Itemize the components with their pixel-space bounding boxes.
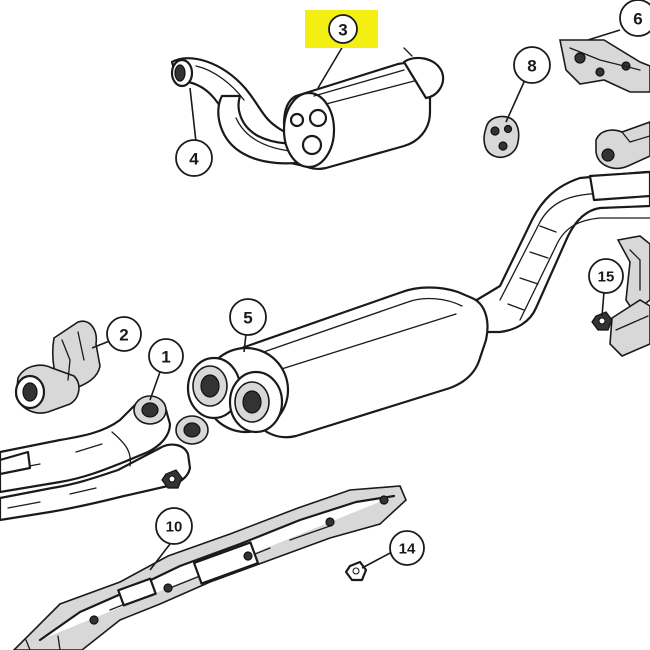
callout-2-label: 2 <box>119 326 128 345</box>
frame-crossmember <box>595 121 650 357</box>
callout-2: 2 <box>106 316 142 352</box>
callout-14-label: 14 <box>399 541 416 558</box>
callout-4-label: 4 <box>189 150 199 169</box>
callout-8-label: 8 <box>527 57 536 76</box>
callout-3-label: 3 <box>338 21 347 40</box>
callout-5-label: 5 <box>243 309 252 328</box>
manifold-flange-part-2 <box>14 320 101 414</box>
callout-1-label: 1 <box>161 348 170 367</box>
callout-14: 14 <box>389 530 425 566</box>
nut-part-14 <box>344 560 368 582</box>
isolator-part-8 <box>483 115 520 158</box>
callout-3: 3 <box>328 14 358 44</box>
callout-10-label: 10 <box>166 519 183 536</box>
y-pipe-part-1 <box>0 395 209 522</box>
callout-6: 6 <box>619 0 650 37</box>
callout-10: 10 <box>155 507 193 545</box>
callout-6-label: 6 <box>633 10 642 29</box>
callout-1: 1 <box>148 338 184 374</box>
front-muffler-part-5 <box>186 286 489 439</box>
skid-plate-part-10 <box>12 485 407 650</box>
hanger-bracket-part-6 <box>559 39 650 93</box>
callout-4: 4 <box>175 139 213 177</box>
leader-lines <box>91 29 621 571</box>
callout-15: 15 <box>588 258 624 294</box>
callout-15-label: 15 <box>598 269 615 286</box>
callout-8: 8 <box>513 46 551 84</box>
rear-muffler-part-3 <box>282 47 445 170</box>
intermediate-pipe <box>468 170 650 334</box>
callout-5: 5 <box>229 298 267 336</box>
flange-nut <box>161 469 183 489</box>
nut-part-15 <box>591 311 613 331</box>
